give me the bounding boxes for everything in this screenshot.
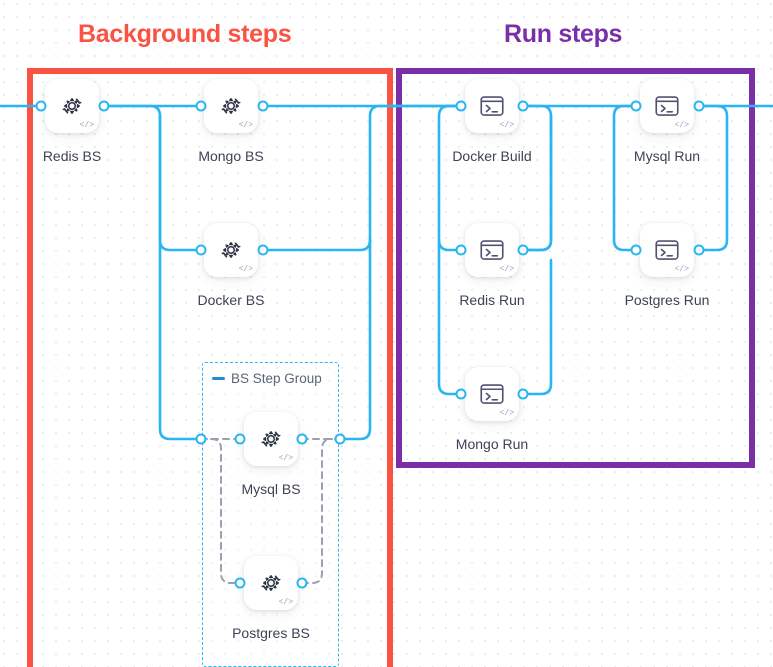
node-label-redis-bs: Redis BS [42, 148, 102, 164]
background-steps-highlight-box [27, 68, 393, 667]
node-docker-build[interactable]: </> [465, 79, 519, 133]
port-in-docker-bs[interactable] [195, 244, 207, 256]
port-in-postgres-run[interactable] [630, 244, 642, 256]
port-in-redis-bs[interactable] [35, 100, 47, 112]
port-in-redis-run[interactable] [455, 244, 467, 256]
gear-refresh-icon [221, 242, 241, 258]
port-in-mongo-bs[interactable] [195, 100, 207, 112]
port-out-redis-run[interactable] [517, 244, 529, 256]
background-steps-title: Background steps [78, 20, 292, 48]
port-in-mongo-run[interactable] [455, 388, 467, 400]
code-badge: </> [238, 265, 253, 274]
port-in-step-group[interactable] [195, 433, 207, 445]
run-steps-highlight-box [396, 68, 755, 468]
port-out-docker-build[interactable] [517, 100, 529, 112]
code-badge: </> [79, 121, 94, 130]
terminal-icon [480, 240, 504, 260]
node-label-mysql-run: Mysql Run [633, 148, 701, 164]
port-out-step-group[interactable] [334, 433, 346, 445]
terminal-icon [655, 240, 679, 260]
node-label-mysql-bs: Mysql BS [241, 481, 301, 497]
node-postgres-run[interactable]: </> [640, 223, 694, 277]
port-out-postgres-run[interactable] [693, 244, 705, 256]
node-label-redis-run: Redis Run [459, 292, 525, 308]
code-badge: </> [674, 121, 689, 130]
port-out-mysql-bs[interactable] [296, 433, 308, 445]
bs-step-group-label: BS Step Group [231, 371, 322, 386]
bs-step-group-header[interactable]: BS Step Group [212, 371, 322, 386]
port-in-mysql-run[interactable] [630, 100, 642, 112]
node-mysql-run[interactable]: </> [640, 79, 694, 133]
bs-step-group-container[interactable] [202, 362, 339, 667]
port-in-docker-build[interactable] [455, 100, 467, 112]
port-out-docker-bs[interactable] [257, 244, 269, 256]
gear-refresh-icon [62, 98, 82, 114]
terminal-icon [655, 96, 679, 116]
gear-refresh-icon [261, 575, 281, 591]
gear-refresh-icon [261, 431, 281, 447]
run-steps-title: Run steps [504, 20, 623, 48]
node-label-postgres-run: Postgres Run [624, 292, 710, 308]
port-out-mongo-bs[interactable] [257, 100, 269, 112]
port-out-mongo-run[interactable] [517, 388, 529, 400]
node-mysql-bs[interactable]: </> [244, 412, 298, 466]
node-postgres-bs[interactable]: </> [244, 556, 298, 610]
code-badge: </> [278, 598, 293, 607]
minus-icon[interactable] [212, 377, 225, 380]
code-badge: </> [499, 409, 514, 418]
gear-refresh-icon [221, 98, 241, 114]
node-label-docker-build: Docker Build [452, 148, 532, 164]
terminal-icon [480, 96, 504, 116]
code-badge: </> [499, 121, 514, 130]
port-in-mysql-bs[interactable] [234, 433, 246, 445]
code-badge: </> [499, 265, 514, 274]
node-docker-bs[interactable]: </> [204, 223, 258, 277]
node-mongo-run[interactable]: </> [465, 367, 519, 421]
code-badge: </> [238, 121, 253, 130]
terminal-icon [480, 384, 504, 404]
node-mongo-bs[interactable]: </> [204, 79, 258, 133]
node-redis-run[interactable]: </> [465, 223, 519, 277]
port-in-postgres-bs[interactable] [234, 577, 246, 589]
code-badge: </> [278, 454, 293, 463]
node-label-mongo-bs: Mongo BS [198, 148, 264, 164]
node-label-docker-bs: Docker BS [197, 292, 265, 308]
code-badge: </> [674, 265, 689, 274]
port-out-postgres-bs[interactable] [296, 577, 308, 589]
port-out-redis-bs[interactable] [98, 100, 110, 112]
port-out-mysql-run[interactable] [693, 100, 705, 112]
node-label-mongo-run: Mongo Run [455, 436, 529, 452]
node-redis-bs[interactable]: </> [45, 79, 99, 133]
node-label-postgres-bs: Postgres BS [232, 625, 310, 641]
